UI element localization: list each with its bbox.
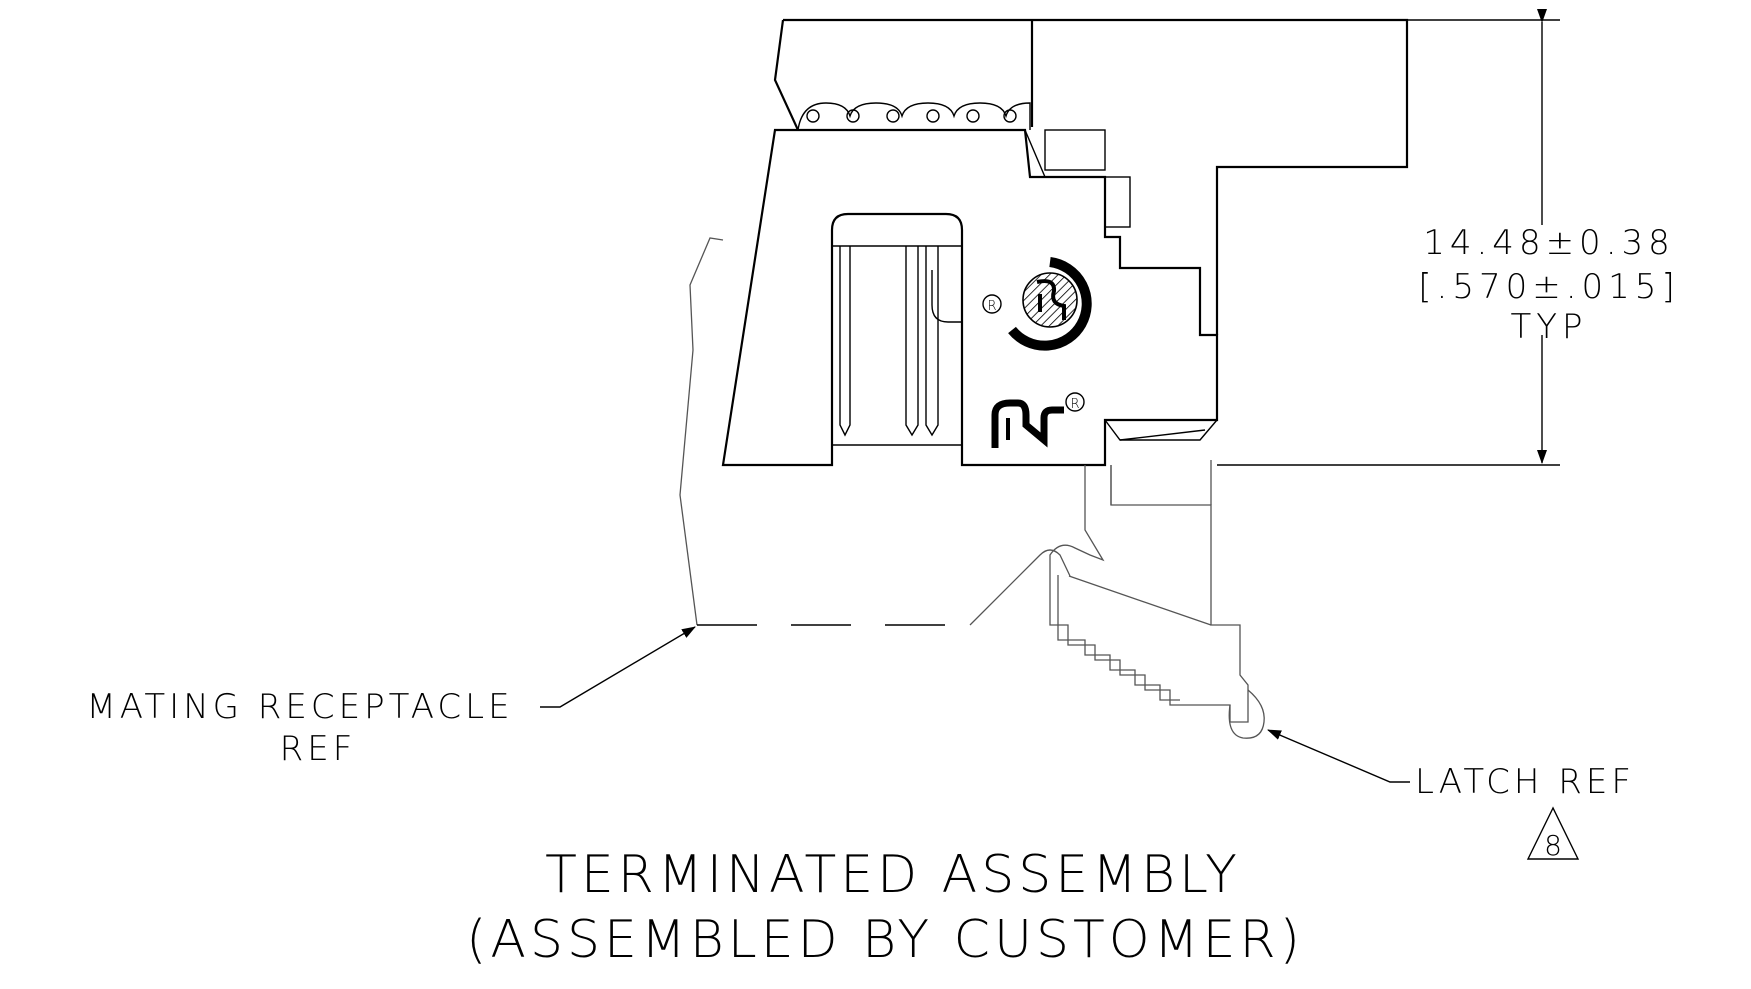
latch-outline — [1049, 460, 1265, 739]
contact-cavity — [832, 245, 962, 446]
safety-logo: R — [982, 257, 1092, 351]
dimension-metric: 14.48±0.38 — [1423, 223, 1675, 263]
mating-receptacle-callout: MATING RECEPTACLE REF — [86, 626, 696, 769]
mating-receptacle-outline — [679, 237, 1071, 626]
height-dimension: 14.48±0.38 [.570±.015] TYP — [1217, 9, 1679, 466]
mating-receptacle-ref: REF — [280, 729, 357, 769]
view-title: TERMINATED ASSEMBLY (ASSEMBLED BY CUSTOM… — [466, 845, 1304, 970]
latch-callout: LATCH REF 8 — [1267, 729, 1635, 862]
connector-body — [721, 128, 1219, 467]
ribbon-cable-conductors — [797, 102, 1031, 131]
latch-note-flag: 8 — [1544, 829, 1562, 862]
title-line-2: (ASSEMBLED BY CUSTOMER) — [466, 910, 1304, 970]
dimension-imperial: [.570±.015] — [1418, 267, 1679, 307]
registered-mark-2: R — [1070, 397, 1079, 412]
lower-bevel — [1104, 419, 1218, 441]
mating-receptacle-label: MATING RECEPTACLE — [86, 687, 513, 727]
title-line-1: TERMINATED ASSEMBLY — [545, 845, 1241, 905]
latch-ref-label: LATCH REF — [1415, 762, 1635, 802]
registered-mark-1: R — [987, 299, 996, 314]
cable-hood — [773, 18, 1409, 335]
recognized-component-mark: R — [991, 392, 1085, 448]
dimension-typ: TYP — [1510, 307, 1587, 347]
